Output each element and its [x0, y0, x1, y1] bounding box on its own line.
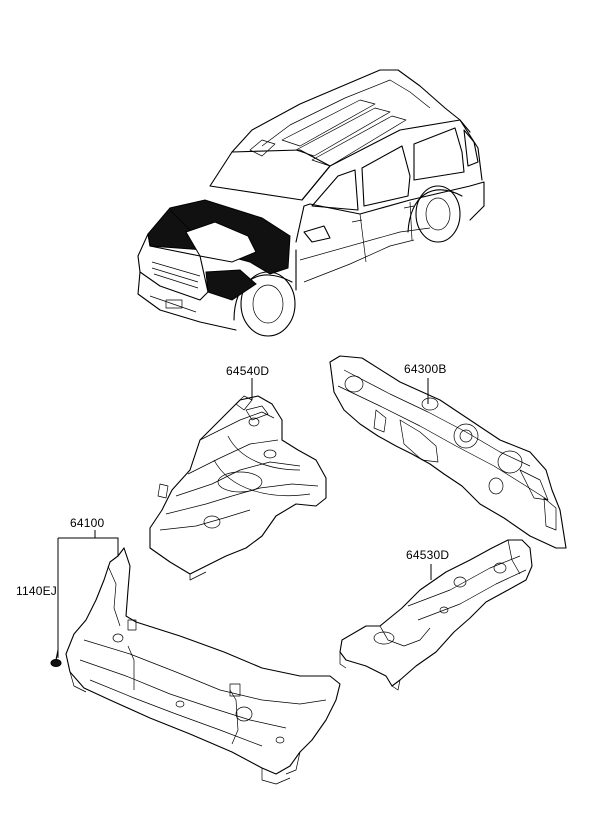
- label-64540D[interactable]: 64540D: [226, 364, 270, 378]
- label-64300B[interactable]: 64300B: [404, 362, 447, 376]
- part-64100-drawing: [65, 547, 341, 785]
- vehicle-illustration: [137, 69, 485, 337]
- part-64540D-drawing: [149, 395, 327, 581]
- label-1140EJ[interactable]: 1140EJ: [16, 584, 58, 598]
- leader-lines: [57, 378, 432, 658]
- part-64300B-drawing: [329, 355, 567, 549]
- part-64530D-drawing: [339, 539, 533, 691]
- bolt-1140EJ: [50, 649, 62, 667]
- label-64530D[interactable]: 64530D: [406, 548, 450, 562]
- label-64100[interactable]: 64100: [70, 516, 105, 530]
